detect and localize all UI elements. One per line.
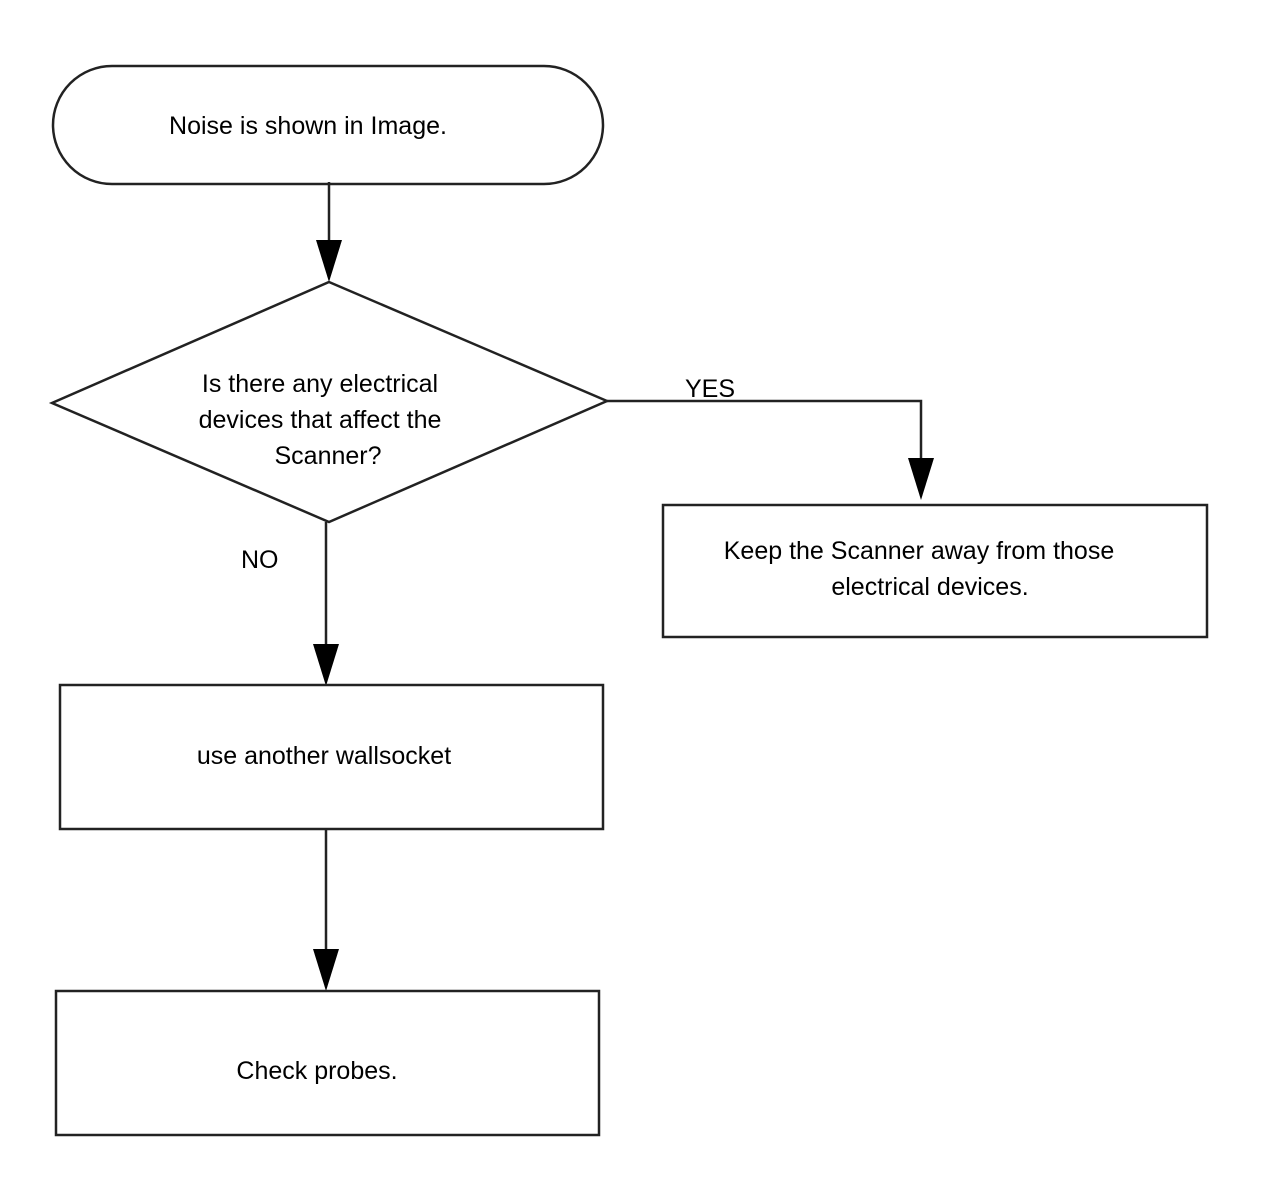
final-action-node: Check probes. <box>54 989 601 1137</box>
edge-start-to-decision <box>316 182 342 282</box>
arrowhead-icon <box>908 458 934 500</box>
yes-action-node: Keep the Scanner away from those electri… <box>661 503 1209 639</box>
start-node: Noise is shown in Image. <box>51 64 605 186</box>
arrowhead-icon <box>313 644 339 686</box>
decision-line-2: devices that affect the <box>199 406 442 434</box>
no-label: NO <box>241 546 279 574</box>
final-action-text: Check probes. <box>236 1057 397 1085</box>
decision-node: Is there any electrical devices that aff… <box>48 280 611 524</box>
yes-action-line-2: electrical devices. <box>831 573 1028 601</box>
no-action-node: use another wallsocket <box>58 683 605 831</box>
arrowhead-icon <box>313 949 339 991</box>
start-node-text: Noise is shown in Image. <box>169 112 447 140</box>
decision-line-1: Is there any electrical <box>202 370 438 398</box>
edge-to-final <box>313 829 339 991</box>
yes-label: YES <box>685 375 735 403</box>
arrowhead-icon <box>316 240 342 282</box>
yes-action-line-1: Keep the Scanner away from those <box>724 537 1115 565</box>
no-action-text: use another wallsocket <box>197 742 451 770</box>
decision-line-3: Scanner? <box>274 442 381 470</box>
edge-yes: YES <box>607 375 934 500</box>
edge-no: NO <box>241 522 339 686</box>
